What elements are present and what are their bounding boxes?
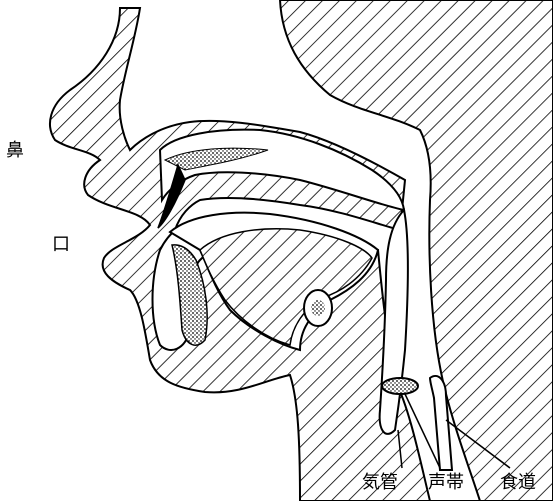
label-vocal-cords: 声帯 — [428, 474, 464, 492]
label-trachea: 気管 — [362, 474, 398, 492]
vocal-cords-shape — [382, 378, 418, 394]
label-esophagus: 食道 — [500, 474, 536, 492]
label-mouth: 口 — [52, 236, 70, 254]
label-nose: 鼻 — [6, 142, 24, 160]
